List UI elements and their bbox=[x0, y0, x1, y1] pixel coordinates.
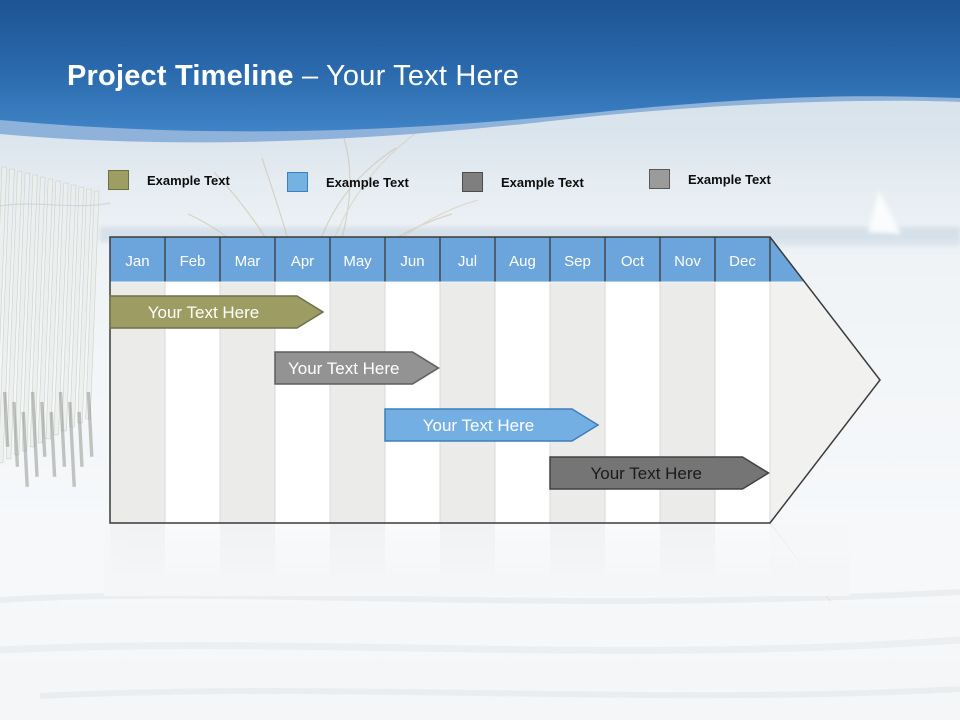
bar-label[interactable]: Your Text Here bbox=[423, 416, 535, 435]
wave-main-layer bbox=[0, 0, 960, 132]
sailboat-icon bbox=[868, 191, 901, 234]
legend-label: Example Text bbox=[501, 174, 584, 190]
legend-item-2[interactable]: Example Text bbox=[287, 172, 409, 192]
legend-swatch-blue bbox=[287, 172, 308, 192]
legend-swatch-darkgray bbox=[462, 172, 483, 192]
timeline-bar[interactable] bbox=[384, 408, 600, 442]
column-stripe bbox=[330, 282, 385, 523]
month-label: May bbox=[343, 253, 372, 270]
bar-label[interactable]: Your Text Here bbox=[148, 303, 260, 322]
column-stripe bbox=[385, 282, 440, 523]
month-label: Jun bbox=[400, 253, 424, 270]
legend-item-3[interactable]: Example Text bbox=[462, 172, 584, 192]
header-separators bbox=[164, 237, 771, 282]
legend-item-4[interactable]: Example Text bbox=[649, 169, 771, 189]
month-label: Nov bbox=[674, 253, 701, 270]
slide-title-suffix: – Your Text Here bbox=[301, 60, 520, 92]
timeline-bar[interactable] bbox=[109, 295, 325, 329]
month-label: Mar bbox=[235, 253, 261, 270]
slide-title-main: Project Timeline bbox=[67, 60, 294, 92]
slide-title[interactable]: Project Timeline – Your Text Here bbox=[67, 60, 519, 93]
month-label: Jul bbox=[458, 253, 477, 270]
month-label: Dec bbox=[729, 253, 756, 270]
reflection-fade bbox=[104, 524, 849, 596]
month-label: Jan bbox=[125, 253, 149, 270]
legend-item-1[interactable]: Example Text bbox=[108, 170, 230, 190]
timeline-bar[interactable] bbox=[274, 351, 440, 385]
month-header-band bbox=[110, 237, 805, 282]
legend-swatch-gray bbox=[649, 169, 670, 189]
column-stripe bbox=[440, 282, 495, 523]
legend-label: Example Text bbox=[326, 174, 409, 190]
arrow-outline bbox=[109, 236, 881, 524]
bar-label[interactable]: Your Text Here bbox=[590, 464, 702, 483]
legend-label: Example Text bbox=[688, 171, 771, 187]
month-label: Feb bbox=[180, 253, 206, 270]
month-labels: Jan Feb Mar Apr May Jun Jul Aug Sep Oct Nov Dec bbox=[125, 253, 756, 270]
timeline-bar[interactable] bbox=[549, 456, 770, 490]
legend-label: Example Text bbox=[147, 172, 230, 188]
beach-fence bbox=[0, 166, 111, 487]
column-stripe bbox=[495, 282, 550, 523]
legend-swatch-olive bbox=[108, 170, 129, 190]
month-label: Oct bbox=[621, 253, 645, 270]
month-label: Sep bbox=[564, 253, 591, 270]
bar-label[interactable]: Your Text Here bbox=[288, 359, 400, 378]
sand-ripples bbox=[0, 589, 960, 699]
header-wave bbox=[0, 0, 960, 143]
month-label: Apr bbox=[291, 253, 314, 270]
month-label: Aug bbox=[509, 253, 536, 270]
